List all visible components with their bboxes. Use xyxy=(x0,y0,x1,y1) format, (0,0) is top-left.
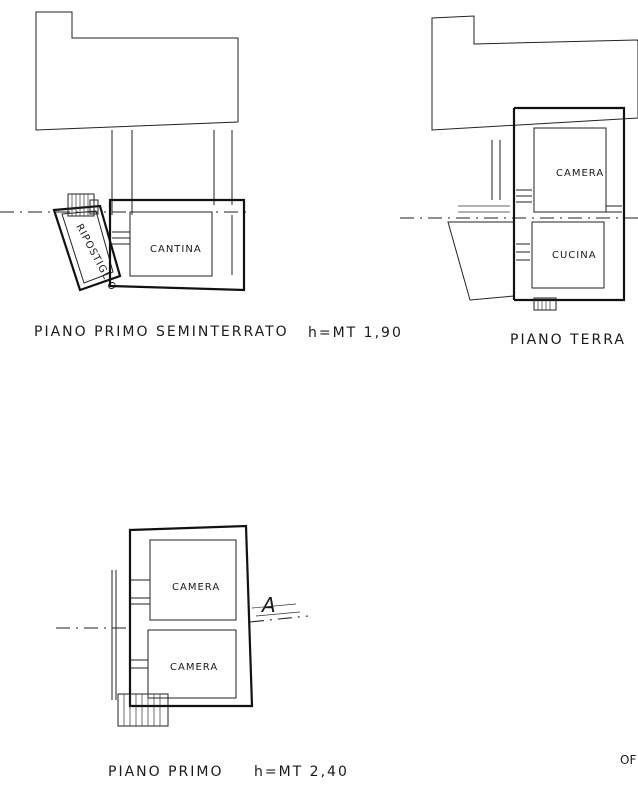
primo-section-mark: A xyxy=(260,593,276,617)
room-label-cantina: CANTINA xyxy=(150,244,202,255)
cantina-wall xyxy=(108,198,246,292)
primo-stairs xyxy=(117,693,169,727)
corner-text-fragment: OF xyxy=(620,753,636,767)
room-label-primo-camera-bottom: CAMERA xyxy=(170,662,218,673)
caption-primo-title: PIANO PRIMO xyxy=(108,764,224,780)
primo-outer-wall xyxy=(128,524,254,708)
caption-seminterrato-height: h=MT 1,90 xyxy=(308,325,403,341)
terra-stairs xyxy=(533,297,557,311)
caption-seminterrato-title: PIANO PRIMO SEMINTERRATO xyxy=(34,324,289,340)
primo-camera-top-room xyxy=(149,539,237,621)
terra-camera-wall xyxy=(512,106,626,302)
plan-seminterrato: CANTINA RIPOSTIGLIO PIANO PRIMO SEMINTER… xyxy=(0,11,403,341)
room-label-terra-camera: CAMERA xyxy=(556,168,604,179)
seminterrato-building-outline xyxy=(35,11,239,131)
room-label-primo-camera-top: CAMERA xyxy=(172,582,220,593)
caption-terra-title: PIANO TERRA xyxy=(510,332,626,348)
seminterrato-stairs xyxy=(67,193,99,217)
primo-camera-bottom-room xyxy=(147,629,237,699)
caption-primo-height: h=MT 2,40 xyxy=(254,764,349,780)
primo-section-line xyxy=(56,615,309,629)
ripostiglio-wall xyxy=(52,204,122,292)
room-label-ripostiglio: RIPOSTIGLIO xyxy=(73,222,118,293)
plan-terra: CAMERA CUCINA PIANO TERRA xyxy=(400,15,638,348)
terra-building-outline xyxy=(431,15,638,131)
plan-primo: A CAMERA CAMERA PIANO PRIMO h=MT 2,40 xyxy=(56,524,349,780)
room-label-terra-cucina: CUCINA xyxy=(552,250,597,261)
